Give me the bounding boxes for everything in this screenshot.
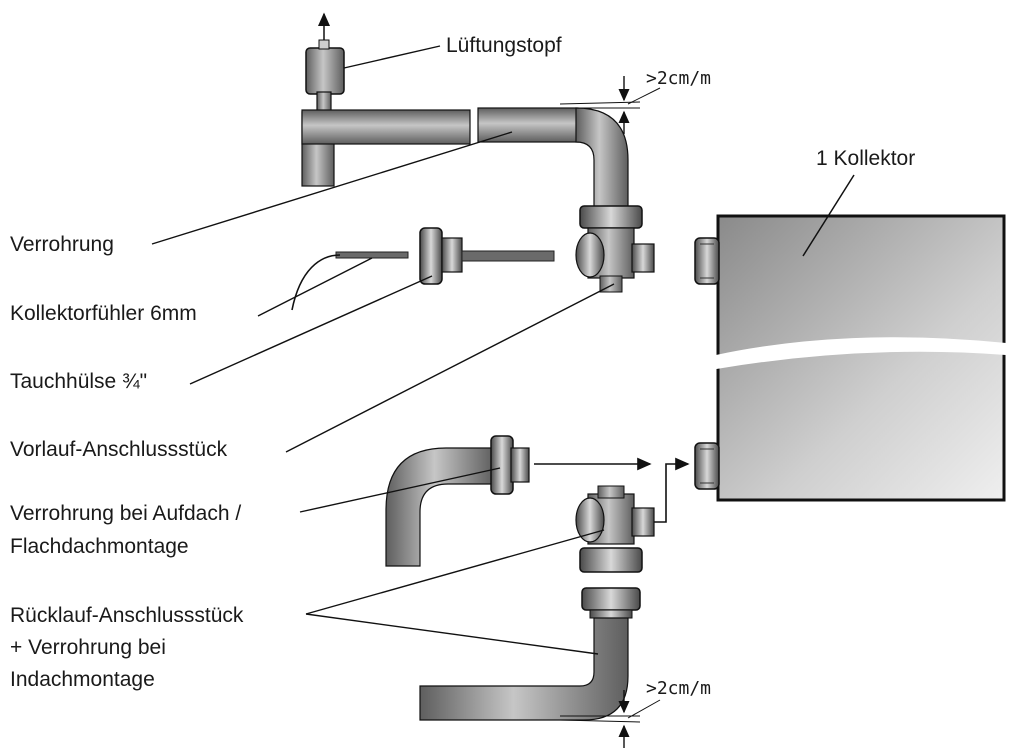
top-pipe-right [477, 107, 579, 143]
ruecklauf-thread [631, 507, 655, 537]
top-pipe-left [301, 109, 471, 145]
immersion-sleeve-tube [461, 250, 555, 262]
vorlauf-thread [631, 243, 655, 273]
label-kollektorfuehler: Kollektorfühler 6mm [10, 302, 197, 325]
kollektor-leader [802, 174, 855, 257]
bottom-pipe-assembly [385, 435, 690, 721]
sensor-cable [291, 254, 341, 311]
label-kollektor: 1 Kollektor [816, 147, 915, 170]
label-ruecklauf-line2: + Verrohrung bei [10, 636, 166, 659]
label-gradient-top: >2cm/m [646, 68, 711, 89]
label-verrohrung: Verrohrung [10, 233, 114, 256]
immersion-sleeve-nut [419, 227, 443, 285]
leader-vorlauf [285, 283, 615, 453]
collector-bottom-connector [694, 442, 720, 490]
collector-panel [694, 174, 1009, 502]
aufdach-elbow-pipe [385, 447, 495, 567]
gradient-marker-bottom [559, 690, 661, 748]
leader-lines [151, 45, 615, 655]
sensor-probe [335, 251, 409, 259]
leader-ruecklauf-pipe [305, 613, 599, 655]
gradient-marker-top [559, 76, 661, 134]
label-ruecklauf-line3: Indachmontage [10, 668, 155, 691]
label-ruecklauf-line1: Rücklauf-Anschlussstück [10, 604, 244, 627]
aufdach-nut [490, 435, 514, 495]
top-union-nut [579, 205, 643, 229]
sensor-assembly [291, 227, 555, 311]
aufdach-thread [510, 447, 530, 483]
label-aufdach-line2: Flachdachmontage [10, 535, 189, 558]
top-pipe-bend [575, 107, 629, 209]
ruecklauf-nut [579, 547, 643, 573]
leader-aufdach [299, 467, 501, 513]
label-lueftungstopf: Lüftungstopf [446, 34, 562, 57]
label-vorlauf: Vorlauf-Anschlussstück [10, 438, 228, 461]
ruecklauf-connect-arrow [654, 457, 690, 523]
leader-lueftungstopf [343, 45, 441, 69]
top-pipe-assembly [301, 12, 655, 293]
indach-pipe [419, 617, 629, 721]
leader-kollektorfuehler [257, 257, 373, 317]
collector-top-connector [694, 237, 720, 285]
leader-ruecklauf-tee [305, 529, 605, 615]
collector-break [713, 337, 1009, 370]
label-aufdach-line1: Verrohrung bei Aufdach / [10, 502, 241, 525]
label-tauchhuelse: Tauchhülse ¾" [10, 370, 147, 393]
leader-tauchhuelse [189, 275, 433, 385]
vent-pot [305, 12, 345, 113]
leader-verrohrung [151, 131, 513, 245]
immersion-sleeve-thread [441, 237, 463, 273]
label-gradient-bottom: >2cm/m [646, 678, 711, 699]
indach-nut [581, 587, 641, 611]
